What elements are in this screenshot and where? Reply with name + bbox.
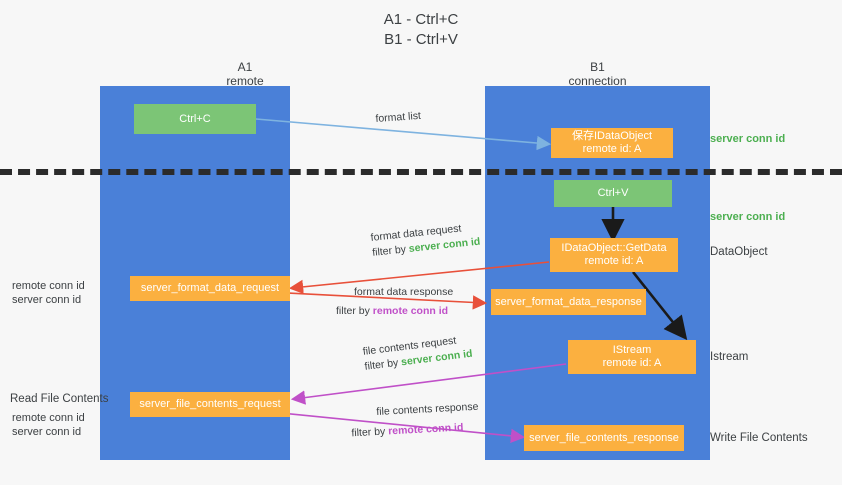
node-idataobject-getdata[interactable]: IDataObject::GetData remote id: A [550,238,678,272]
edge-label-format-data-response-filter: filter by remote conn id [336,304,453,319]
node-getdata-line1: IDataObject::GetData [561,242,667,254]
node-server-format-data-request-label: server_format_data_request [140,282,280,294]
node-server-file-contents-response-label: server_file_contents_response [529,431,679,444]
node-save-idataobject[interactable]: 保存IDataObject remote id: A [551,128,673,158]
edge-label-format-data-request: format data request filter by server con… [370,220,481,261]
filter-prefix: filter by [336,305,373,317]
label-write-file-contents: Write File Contents [710,432,808,444]
diagram-title: A1 - Ctrl+C B1 - Ctrl+V [0,10,842,50]
node-istream-line2: remote id: A [602,357,662,369]
node-server-format-data-response-label: server_format_data_response [495,295,642,308]
node-server-format-data-response[interactable]: server_format_data_response [491,289,646,315]
node-istream-line1: IStream [612,344,652,356]
label-dataobject: DataObject [710,246,768,258]
node-server-file-contents-request[interactable]: server_file_contents_request [130,392,290,417]
node-server-file-contents-request-label: server_file_contents_request [139,398,281,410]
column-b1-name: B1 [590,60,605,74]
label-server-conn-id-top: server conn id [710,133,786,145]
column-a1-sub: remote [226,74,264,88]
edge-label-format-data-response-line1: format data response [354,286,454,298]
edge-label-file-contents-response-filter: filter by remote conn id [351,420,480,442]
filter-value: remote conn id [372,305,449,317]
node-save-idataobject-line2: remote id: A [582,143,642,155]
edge-label-format-data-response: format data response filter by remote co… [336,285,454,319]
title-line-2: B1 - Ctrl+V [384,31,458,48]
label-istream: Istream [710,351,749,363]
edge-label-format-list: format list [375,109,422,125]
label-server-conn-id-2: server conn id [12,426,82,438]
edge-label-file-contents-request: file contents request filter by server c… [362,332,473,375]
phase-divider [0,169,842,175]
node-save-idataobject-line1: 保存IDataObject [571,130,653,142]
node-server-file-contents-response[interactable]: server_file_contents_response [524,425,684,451]
filter-value: remote conn id [387,421,464,438]
label-conn-ids-file: remote conn id server conn id [12,411,85,439]
label-remote-conn-id-2: remote conn id [12,412,85,424]
node-ctrl-c[interactable]: Ctrl+C [134,104,256,134]
node-istream[interactable]: IStream remote id: A [568,340,696,374]
node-ctrl-c-label: Ctrl+C [179,112,211,125]
column-a1-name: A1 [237,60,253,74]
filter-prefix: filter by [363,356,402,373]
column-b1-sub: connection [568,74,627,88]
node-ctrl-v[interactable]: Ctrl+V [554,180,672,207]
label-read-file-contents: Read File Contents [10,393,109,405]
label-server-conn-id-mid: server conn id [710,211,786,223]
edge-label-file-contents-response: file contents response filter by remote … [351,400,480,440]
node-getdata-line2: remote id: A [584,255,644,267]
label-remote-conn-id-1: remote conn id [12,280,85,292]
filter-prefix: filter by [351,425,389,440]
filter-prefix: filter by [371,243,410,259]
node-ctrl-v-label: Ctrl+V [597,187,629,199]
node-server-format-data-request[interactable]: server_format_data_request [130,276,290,301]
edge-label-file-contents-response-line1: file contents response [376,400,479,418]
column-header-a1: A1 remote [100,60,390,88]
title-line-1: A1 - Ctrl+C [383,11,459,28]
label-server-conn-id-1: server conn id [12,294,82,306]
label-conn-ids-format: remote conn id server conn id [12,279,85,307]
column-header-b1: B1 connection [485,60,710,88]
